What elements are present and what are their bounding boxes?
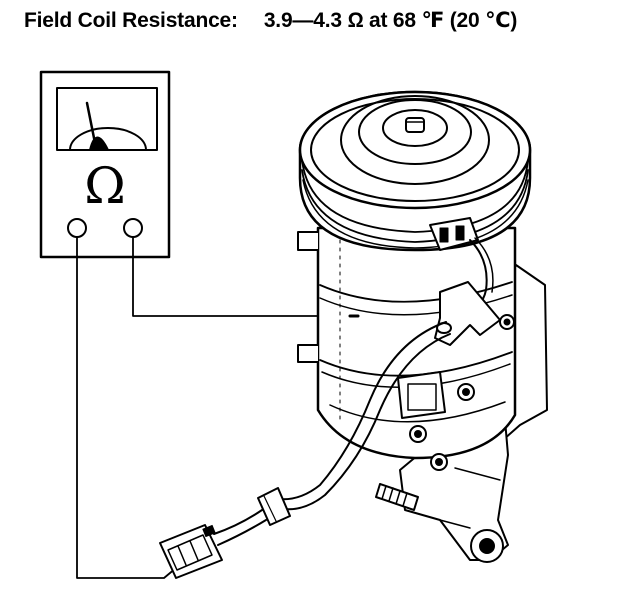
compressor-body-band-3 [319, 351, 513, 377]
ohmmeter-needle-pivot [89, 136, 109, 151]
compressor-body-band-5 [329, 401, 506, 423]
connector-pin-2 [455, 225, 465, 241]
clutch-hub-inner [358, 99, 472, 165]
spec-value: 3.9—4.3 Ω at 68 ℉ (20 ℃) [263, 9, 518, 32]
pulley-groove-1 [301, 159, 529, 233]
clutch-hub-center [382, 109, 448, 147]
spec-heading: Field Coil Resistance: 3.9—4.3 Ω at 68 ℉ … [24, 8, 517, 33]
coil-lead-harness [159, 321, 451, 579]
coil-lead-wire-b [272, 333, 451, 511]
ohmmeter-scale-arc [69, 127, 147, 151]
mount-lug-lower [297, 344, 319, 363]
boss-edge-a [454, 467, 501, 481]
pulley-groove-2 [301, 169, 529, 243]
test-lead-right [132, 236, 357, 317]
hub-nut-icon [405, 117, 425, 133]
mount-lug-upper [297, 231, 319, 251]
mount-hole-lower-inner [479, 538, 495, 554]
port-bolt-2-center [414, 430, 422, 438]
ohmmeter-terminal-right [123, 218, 143, 238]
harness-boot [257, 487, 291, 526]
port-bolt-3-center [435, 458, 443, 466]
compressor-body [316, 226, 517, 460]
connector-pin-1 [439, 227, 449, 243]
relief-valve-icon [375, 483, 419, 511]
clip-bolt-center [503, 318, 511, 326]
clutch-armature [340, 95, 490, 185]
coil-lead-wire-c [213, 509, 263, 535]
coil-lead-wire-d [217, 519, 267, 546]
harness-connector-icon [159, 524, 223, 579]
port-block-face [407, 383, 437, 411]
pulley-face [298, 90, 532, 210]
spec-label: Field Coil Resistance: [24, 9, 238, 32]
coil-wire-upper-2 [474, 237, 494, 293]
ac-compressor [297, 90, 548, 563]
pulley-groove-3 [302, 179, 529, 249]
ohm-symbol-icon: Ω [84, 157, 125, 215]
harness-boot-rib [263, 495, 277, 522]
coil-lead-wire-a [267, 321, 447, 501]
test-leads [76, 236, 357, 579]
boss-edge-b [439, 519, 471, 529]
ohmmeter: Ω [39, 70, 171, 259]
test-lead-left [76, 236, 177, 579]
port-bolt-1-center [462, 388, 470, 396]
ohmmeter-terminal-left [67, 218, 87, 238]
